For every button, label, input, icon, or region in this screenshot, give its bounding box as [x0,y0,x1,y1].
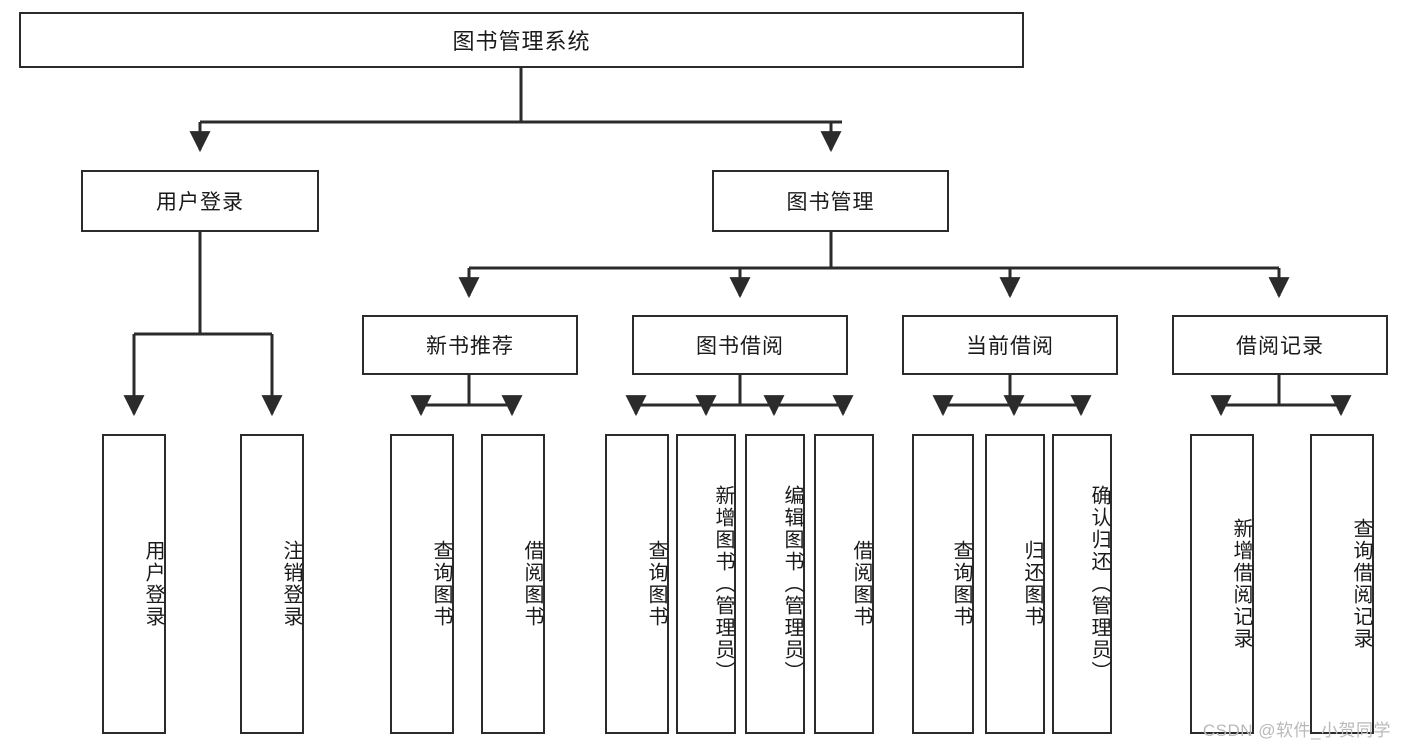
leaf-borrow-book[interactable]: 借阅图书 [814,434,874,734]
leaf-add-borrow-record-label: 新增借阅记录 [1230,518,1252,650]
leaf-borrow-book-recommend-label: 借阅图书 [521,540,543,628]
node-root[interactable]: 图书管理系统 [19,12,1024,68]
leaf-user-login-label: 用户登录 [142,540,164,628]
leaf-user-login[interactable]: 用户登录 [102,434,166,734]
node-user-login-label: 用户登录 [156,191,244,214]
node-current-borrow-label: 当前借阅 [966,335,1054,358]
node-borrow-record[interactable]: 借阅记录 [1172,315,1388,375]
leaf-query-book-borrow[interactable]: 查询图书 [605,434,669,734]
leaf-query-book-current-label: 查询图书 [950,540,972,628]
leaf-query-borrow-record[interactable]: 查询借阅记录 [1310,434,1374,734]
leaf-add-book-admin-label: 新增图书（管理员） [712,485,734,683]
node-new-book-recommend-label: 新书推荐 [426,335,514,358]
node-current-borrow[interactable]: 当前借阅 [902,315,1118,375]
node-book-borrow[interactable]: 图书借阅 [632,315,848,375]
node-new-book-recommend[interactable]: 新书推荐 [362,315,578,375]
leaf-confirm-return-admin-label: 确认归还（管理员） [1088,485,1110,683]
leaf-query-book-recommend-label: 查询图书 [430,540,452,628]
leaf-borrow-book-label: 借阅图书 [850,540,872,628]
leaf-query-book-current[interactable]: 查询图书 [912,434,974,734]
leaf-edit-book-admin-label: 编辑图书（管理员） [781,485,803,683]
node-book-management[interactable]: 图书管理 [712,170,949,232]
leaf-logout-label: 注销登录 [280,540,302,628]
leaf-logout[interactable]: 注销登录 [240,434,304,734]
leaf-return-book[interactable]: 归还图书 [985,434,1045,734]
node-user-login[interactable]: 用户登录 [81,170,319,232]
node-book-borrow-label: 图书借阅 [696,335,784,358]
leaf-add-borrow-record[interactable]: 新增借阅记录 [1190,434,1254,734]
leaf-confirm-return-admin[interactable]: 确认归还（管理员） [1052,434,1112,734]
node-root-label: 图书管理系统 [452,29,591,54]
leaf-return-book-label: 归还图书 [1021,540,1043,628]
leaf-query-borrow-record-label: 查询借阅记录 [1350,518,1372,650]
leaf-borrow-book-recommend[interactable]: 借阅图书 [481,434,545,734]
node-borrow-record-label: 借阅记录 [1236,335,1324,358]
leaf-query-book-recommend[interactable]: 查询图书 [390,434,454,734]
node-book-management-label: 图书管理 [786,191,875,214]
leaf-edit-book-admin[interactable]: 编辑图书（管理员） [745,434,805,734]
leaf-query-book-borrow-label: 查询图书 [645,540,667,628]
leaf-add-book-admin[interactable]: 新增图书（管理员） [676,434,736,734]
